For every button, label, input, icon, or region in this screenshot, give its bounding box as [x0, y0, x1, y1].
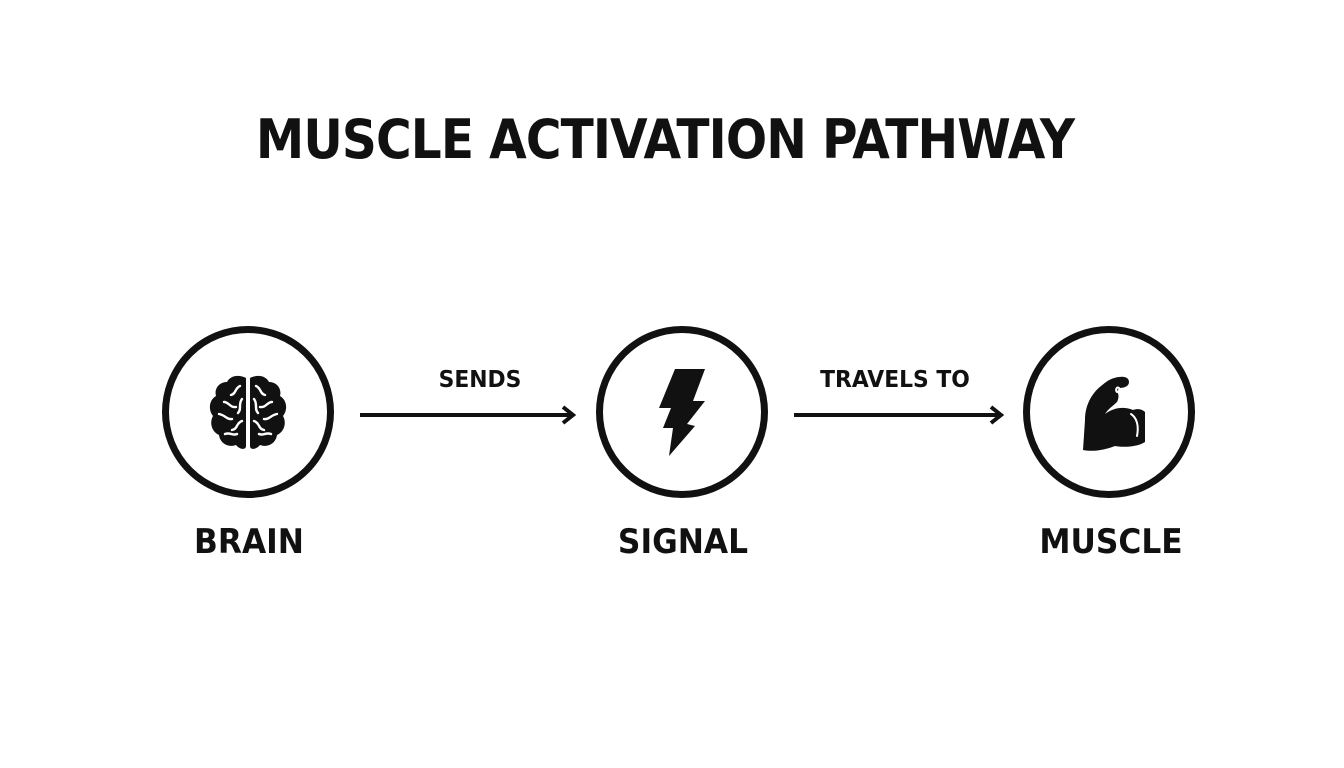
brain-icon — [209, 375, 287, 449]
signal-node — [596, 326, 768, 498]
lightning-bolt-icon — [659, 369, 705, 456]
arrow-sends — [360, 405, 577, 425]
arrow-travels-to — [794, 405, 1005, 425]
edge-label-travels-to: TRAVELS TO — [820, 367, 970, 393]
brain-node — [162, 326, 334, 498]
edge-label-sends: SENDS — [438, 367, 522, 393]
signal-label: SIGNAL — [617, 522, 749, 562]
flexed-bicep-icon — [1083, 376, 1145, 451]
muscle-node — [1023, 326, 1195, 498]
muscle-label: MUSCLE — [1039, 522, 1183, 562]
diagram-title: MUSCLE ACTIVATION PATHWAY — [255, 108, 1075, 171]
brain-label: BRAIN — [194, 522, 304, 562]
